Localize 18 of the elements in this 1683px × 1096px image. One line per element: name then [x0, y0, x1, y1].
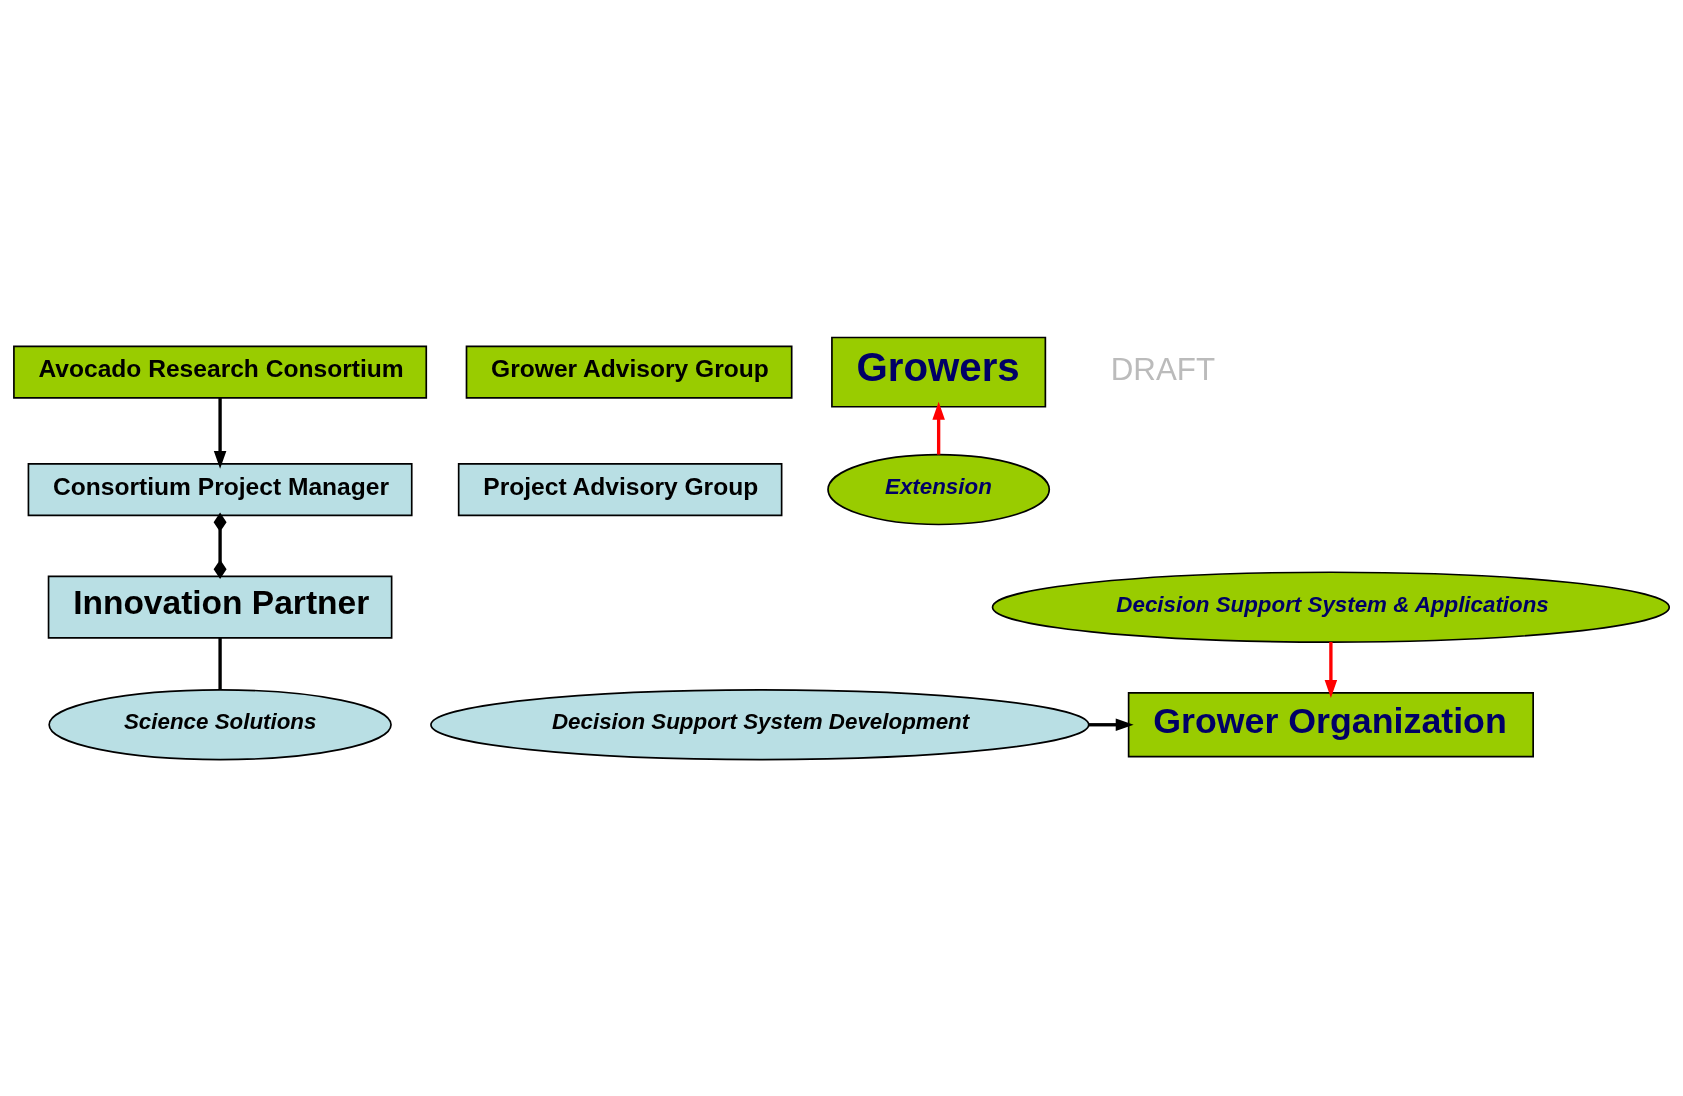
node-box: Project Advisory Group: [457, 462, 783, 516]
node-ellipse: Decision Support System & Applications: [991, 570, 1671, 643]
arrow: [1324, 641, 1338, 698]
arrow: [1088, 718, 1134, 731]
connector: [218, 637, 222, 690]
node-box: Innovation Partner: [47, 575, 393, 639]
node-ellipse: Science Solutions: [48, 688, 392, 760]
node-box: Grower Organization: [1127, 691, 1534, 757]
node-ellipse: Decision Support System Development: [430, 688, 1090, 760]
arrow: [213, 397, 227, 469]
node-box: Avocado Research Consortium: [13, 345, 428, 399]
node-ellipse: Extension: [827, 453, 1051, 525]
node-box: Consortium Project Manager: [27, 462, 413, 516]
node-box: Grower Advisory Group: [465, 345, 793, 399]
arrow: [932, 401, 945, 455]
connector: [213, 511, 227, 579]
label: DRAFT: [1110, 351, 1216, 387]
node-box: Growers: [831, 336, 1047, 408]
